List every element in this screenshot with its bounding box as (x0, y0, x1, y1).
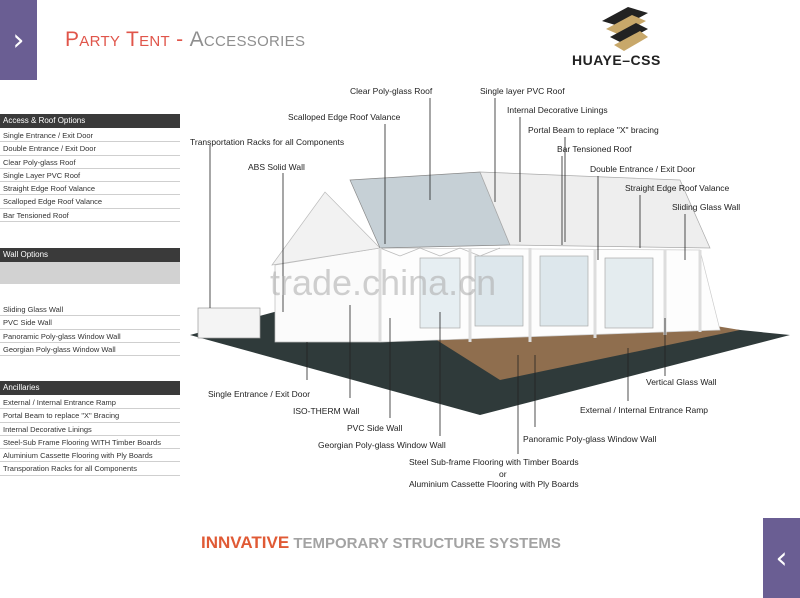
label-portal-beam: Portal Beam to replace "X" bracing (528, 125, 659, 135)
list-item[interactable]: Single Entrance / Exit Door (0, 129, 180, 143)
label-single-door: Single Entrance / Exit Door (208, 389, 311, 399)
tent-illustration (190, 98, 790, 454)
list-item[interactable]: Sliding Glass Wall (0, 303, 180, 317)
tagline-bold: INNVATIVE (201, 533, 290, 552)
pvc-roof (479, 171, 711, 249)
next-page-button[interactable]: › (0, 0, 37, 80)
divider-bar (0, 262, 180, 284)
list-item[interactable]: Internal Decorative Linings (0, 422, 180, 436)
list-item[interactable]: Single Layer PVC Roof (0, 168, 180, 183)
label-alu-floor: Aluminium Cassette Flooring with Ply Boa… (409, 479, 579, 489)
brand-name: HUAYE–CSS (572, 52, 661, 68)
label-ramp: External / Internal Entrance Ramp (580, 405, 709, 415)
list-item[interactable]: Transporation Racks for all Components (0, 462, 180, 476)
list-item[interactable]: Bar Tensioned Roof (0, 208, 180, 223)
chevron-left-icon: ‹ (775, 540, 788, 576)
label-sliding-glass: Sliding Glass Wall (672, 202, 741, 212)
list-item[interactable]: Straight Edge Roof Valance (0, 182, 180, 196)
label-abs-wall: ABS Solid Wall (248, 162, 305, 172)
label-single-pvc-roof: Single layer PVC Roof (480, 86, 565, 96)
page-title: Party Tent - Accessories (65, 28, 305, 52)
label-georgian: Georgian Poly-glass Window Wall (318, 440, 446, 450)
list-item[interactable]: Panoramic Poly-glass Window Wall (0, 329, 180, 343)
label-bar-tensioned: Bar Tensioned Roof (557, 144, 632, 154)
label-internal-linings: Internal Decorative Linings (507, 105, 608, 115)
section-heading-ancillaries: Ancillaries (0, 381, 180, 395)
list-item[interactable]: Georgian Poly-glass Window Wall (0, 342, 180, 357)
list-item[interactable]: PVC Side Wall (0, 316, 180, 330)
label-scalloped-valance: Scalloped Edge Roof Valance (288, 112, 401, 122)
title-part-1: Party Tent (65, 28, 171, 51)
access-roof-list: Single Entrance / Exit Door Double Entra… (0, 129, 180, 223)
footer-tagline: INNVATIVE TEMPORARY STRUCTURE SYSTEMS (201, 533, 561, 553)
label-iso-therm: ISO-THERM Wall (293, 406, 360, 416)
label-or: or (499, 469, 507, 479)
list-item[interactable]: Scalloped Edge Roof Valance (0, 195, 180, 209)
label-transport-racks: Transportation Racks for all Components (190, 137, 345, 147)
label-straight-valance: Straight Edge Roof Valance (625, 183, 730, 193)
list-item[interactable]: Double Entrance / Exit Door (0, 142, 180, 156)
previous-page-button[interactable]: ‹ (763, 518, 800, 598)
tent-diagram: Clear Poly-glass Roof Single layer PVC R… (180, 80, 800, 502)
label-clear-roof: Clear Poly-glass Roof (350, 86, 433, 96)
label-steel-floor: Steel Sub-frame Flooring with Timber Boa… (409, 457, 579, 467)
list-item[interactable]: Portal Beam to replace "X" Bracing (0, 409, 180, 423)
list-item[interactable]: Steel-Sub Frame Flooring WITH Timber Boa… (0, 435, 180, 450)
tagline-rest: TEMPORARY STRUCTURE SYSTEMS (289, 535, 561, 552)
label-vertical-glass: Vertical Glass Wall (646, 377, 717, 387)
section-heading-access-roof: Access & Roof Options (0, 114, 180, 128)
chevron-right-icon: › (12, 22, 25, 58)
transport-rack (197, 307, 261, 339)
label-panoramic: Panoramic Poly-glass Window Wall (523, 434, 657, 444)
list-item[interactable]: Aluminium Cassette Flooring with Ply Boa… (0, 449, 180, 463)
section-heading-wall: Wall Options (0, 248, 180, 262)
wall-options-list: Sliding Glass Wall PVC Side Wall Panoram… (0, 303, 180, 357)
title-separator: - (170, 28, 190, 51)
label-pvc-side: PVC Side Wall (347, 423, 403, 433)
list-item[interactable]: Clear Poly-glass Roof (0, 155, 180, 169)
brand-logo-icon (602, 7, 648, 51)
list-item[interactable]: External / Internal Entrance Ramp (0, 396, 180, 410)
ancillaries-list: External / Internal Entrance Ramp Portal… (0, 396, 180, 476)
label-double-door: Double Entrance / Exit Door (590, 164, 696, 174)
title-part-2: Accessories (189, 28, 306, 51)
watermark: trade.china.cn (270, 262, 497, 303)
